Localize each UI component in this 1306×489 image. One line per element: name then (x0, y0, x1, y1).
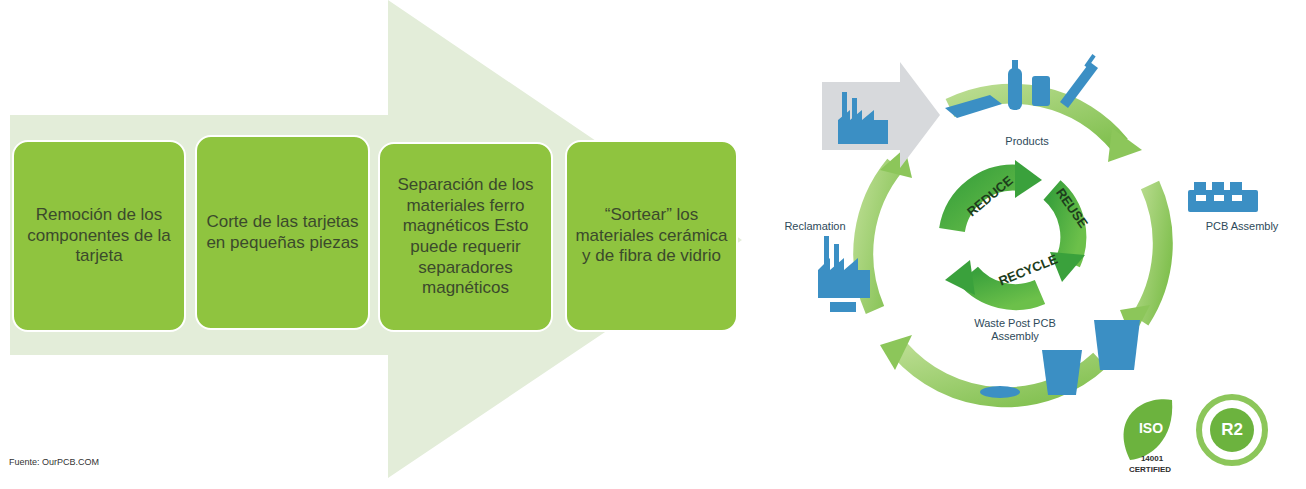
box-text: Corte de las tarjetas en pequeñas piezas (205, 212, 360, 253)
logo-text: 14001 (1141, 454, 1163, 463)
process-box: “Sortear” los materiales cerámica y de f… (565, 140, 738, 332)
stage-label: Waste Post PCB Assembly (970, 317, 1060, 343)
box-text: “Sortear” los materiales cerámica y de f… (575, 205, 728, 267)
logo-text: R2 (1221, 420, 1243, 440)
stage-label: Reclamation (784, 220, 845, 232)
logo-text: ISO (1139, 420, 1163, 436)
box-text: Separación de los materiales ferro magné… (388, 175, 543, 299)
stage-label: PCB Assembly (1206, 220, 1279, 232)
source-note: Fuente: OurPCB.COM (9, 457, 99, 467)
process-box: Separación de los materiales ferro magné… (378, 142, 553, 332)
process-arrow (10, 0, 742, 478)
iso-leaf (1124, 399, 1173, 460)
process-box: Corte de las tarjetas en pequeñas piezas (195, 135, 370, 330)
logo-text: CERTIFIED (1129, 465, 1171, 474)
box-text: Remoción de los componentes de la tarjet… (22, 205, 176, 267)
process-box: Remoción de los componentes de la tarjet… (12, 140, 186, 332)
stage-label: Products (1005, 135, 1048, 147)
